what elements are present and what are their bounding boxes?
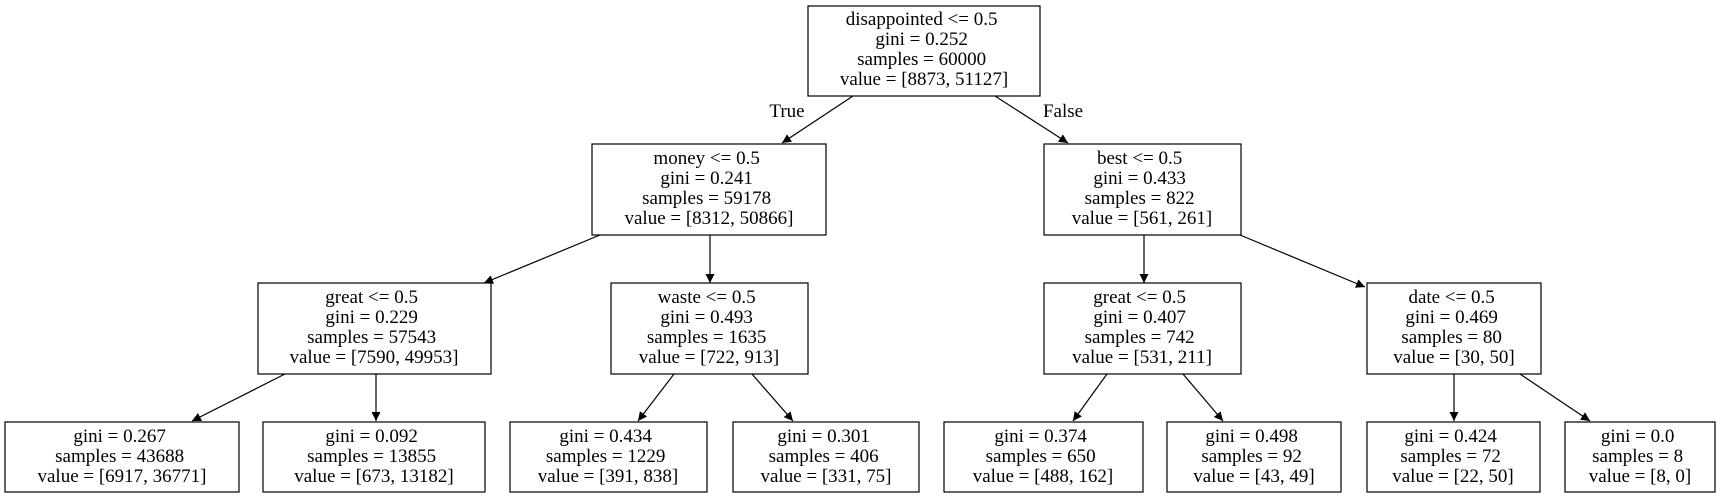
edge-label-true: True	[769, 101, 804, 122]
leaf-4: gini = 0.301 samples = 406 value = [331,…	[732, 421, 920, 493]
svg-text:date <= 0.5 gini = 0.469: date <= 0.5 gini = 0.469 samples = 80 va…	[1393, 287, 1515, 368]
node-line: value = [331, 75]	[760, 466, 891, 487]
node-line: great <= 0.5	[325, 287, 418, 308]
node-line: samples = 1635	[647, 327, 766, 348]
leaf-7: gini = 0.424 samples = 72 value = [22, 5…	[1366, 421, 1541, 493]
edge-best-to-date	[1239, 234, 1366, 288]
node-line: samples = 650	[986, 446, 1096, 467]
node-date: date <= 0.5 gini = 0.469 samples = 80 va…	[1366, 282, 1542, 375]
node-line: gini = 0.241	[660, 168, 753, 189]
svg-text:great <= 0.5 gini = 0.22: great <= 0.5 gini = 0.229 samples = 5754…	[289, 287, 458, 368]
node-line: samples = 57543	[307, 327, 436, 348]
node-line: samples = 59178	[642, 188, 771, 209]
edge-waste-to-leaf4	[751, 373, 794, 422]
node-line: value = [6917, 36771]	[37, 466, 206, 487]
svg-text:gini = 0.301 samples = 4: gini = 0.301 samples = 406 value = [331,…	[760, 426, 891, 487]
svg-text:gini = 0.374 samples = 6: gini = 0.374 samples = 650 value = [488,…	[973, 426, 1114, 487]
node-line: samples = 60000	[857, 49, 986, 70]
leaf-2: gini = 0.092 samples = 13855 value = [67…	[262, 421, 486, 493]
node-line: money <= 0.5	[653, 148, 759, 169]
node-line: samples = 822	[1085, 188, 1195, 209]
node-line: value = [30, 50]	[1393, 347, 1515, 368]
svg-text:great <= 0.5 gini = 0.40: great <= 0.5 gini = 0.407 samples = 742 …	[1072, 287, 1212, 368]
node-line: value = [8, 0]	[1589, 466, 1692, 487]
node-line: value = [722, 913]	[639, 347, 780, 368]
svg-text:waste <= 0.5 gini = 0.49: waste <= 0.5 gini = 0.493 samples = 1635…	[639, 287, 780, 368]
svg-text:disappointed <= 0.5 gini: disappointed <= 0.5 gini = 0.252 samples…	[840, 9, 1008, 90]
leaf-8: gini = 0.0 samples = 8 value = [8, 0]	[1564, 421, 1716, 493]
edge-root-to-money	[781, 95, 854, 144]
node-line: gini = 0.092	[325, 426, 418, 447]
node-great-left: great <= 0.5 gini = 0.229 samples = 5754…	[257, 282, 492, 375]
leaf-6: gini = 0.498 samples = 92 value = [43, 4…	[1166, 421, 1342, 493]
node-line: gini = 0.498	[1205, 426, 1298, 447]
svg-text:gini = 0.0 samples = 8: gini = 0.0 samples = 8 value = [8, 0]	[1589, 426, 1692, 487]
leaf-5: gini = 0.374 samples = 650 value = [488,…	[943, 421, 1144, 493]
node-root-disappointed: disappointed <= 0.5 gini = 0.252 samples…	[807, 5, 1041, 97]
node-line: gini = 0.493	[660, 307, 753, 328]
node-great-right: great <= 0.5 gini = 0.407 samples = 742 …	[1043, 282, 1242, 375]
node-line: disappointed <= 0.5	[846, 9, 998, 30]
node-line: samples = 72	[1400, 446, 1500, 467]
node-line: gini = 0.229	[325, 307, 418, 328]
node-money: money <= 0.5 gini = 0.241 samples = 5917…	[591, 143, 827, 236]
edge-great2-to-leaf6	[1182, 373, 1224, 422]
node-line: value = [8873, 51127]	[840, 69, 1008, 90]
svg-text:gini = 0.498 samples = 9: gini = 0.498 samples = 92 value = [43, 4…	[1193, 426, 1315, 487]
node-line: samples = 43688	[55, 446, 184, 467]
node-line: samples = 8	[1592, 446, 1683, 467]
node-line: gini = 0.0	[1601, 426, 1675, 447]
leaf-1: gini = 0.267 samples = 43688 value = [69…	[4, 421, 240, 493]
node-line: best <= 0.5	[1097, 148, 1182, 169]
node-line: gini = 0.433	[1093, 168, 1186, 189]
node-line: samples = 92	[1201, 446, 1301, 467]
node-line: gini = 0.374	[994, 426, 1087, 447]
edge-label-false: False	[1043, 101, 1083, 122]
node-best: best <= 0.5 gini = 0.433 samples = 822 v…	[1043, 143, 1242, 236]
node-line: samples = 80	[1401, 327, 1501, 348]
node-line: samples = 1229	[546, 446, 665, 467]
node-line: value = [561, 261]	[1072, 208, 1213, 229]
edge-money-to-great	[483, 234, 601, 284]
node-line: gini = 0.407	[1093, 307, 1186, 328]
svg-text:gini = 0.092 samples = 1: gini = 0.092 samples = 13855 value = [67…	[294, 426, 454, 487]
svg-text:gini = 0.434 samples = 1: gini = 0.434 samples = 1229 value = [391…	[538, 426, 679, 487]
node-line: gini = 0.301	[777, 426, 870, 447]
node-line: value = [488, 162]	[973, 466, 1114, 487]
node-line: gini = 0.267	[73, 426, 166, 447]
edges	[191, 95, 1591, 422]
node-line: gini = 0.252	[875, 29, 968, 50]
node-line: gini = 0.434	[559, 426, 652, 447]
node-line: samples = 406	[769, 446, 879, 467]
node-line: value = [391, 838]	[538, 466, 679, 487]
leaf-3: gini = 0.434 samples = 1229 value = [391…	[509, 421, 708, 493]
svg-text:gini = 0.424 samples = 7: gini = 0.424 samples = 72 value = [22, 5…	[1392, 426, 1514, 487]
edge-great-to-leaf1	[191, 373, 286, 422]
node-line: samples = 13855	[307, 446, 436, 467]
node-line: value = [531, 211]	[1072, 347, 1212, 368]
edge-waste-to-leaf3	[637, 373, 675, 422]
node-line: value = [43, 49]	[1193, 466, 1315, 487]
edge-root-to-best	[994, 95, 1069, 144]
svg-text:gini = 0.267 samples = 4: gini = 0.267 samples = 43688 value = [69…	[37, 426, 206, 487]
node-line: value = [673, 13182]	[294, 466, 454, 487]
svg-text:best <= 0.5 gini = 0.433: best <= 0.5 gini = 0.433 samples = 822 v…	[1072, 148, 1213, 229]
node-line: gini = 0.469	[1405, 307, 1498, 328]
svg-text:money <= 0.5 gini = 0.24: money <= 0.5 gini = 0.241 samples = 5917…	[624, 148, 793, 229]
edge-date-to-leaf8	[1519, 373, 1591, 422]
node-line: samples = 742	[1085, 327, 1195, 348]
node-line: great <= 0.5	[1093, 287, 1186, 308]
node-line: value = [8312, 50866]	[624, 208, 793, 229]
node-line: waste <= 0.5	[658, 287, 756, 308]
node-waste: waste <= 0.5 gini = 0.493 samples = 1635…	[610, 282, 809, 375]
edge-great2-to-leaf5	[1072, 373, 1108, 422]
node-line: gini = 0.424	[1404, 426, 1497, 447]
node-line: value = [22, 50]	[1392, 466, 1514, 487]
node-line: date <= 0.5	[1408, 287, 1494, 308]
node-line: value = [7590, 49953]	[289, 347, 458, 368]
